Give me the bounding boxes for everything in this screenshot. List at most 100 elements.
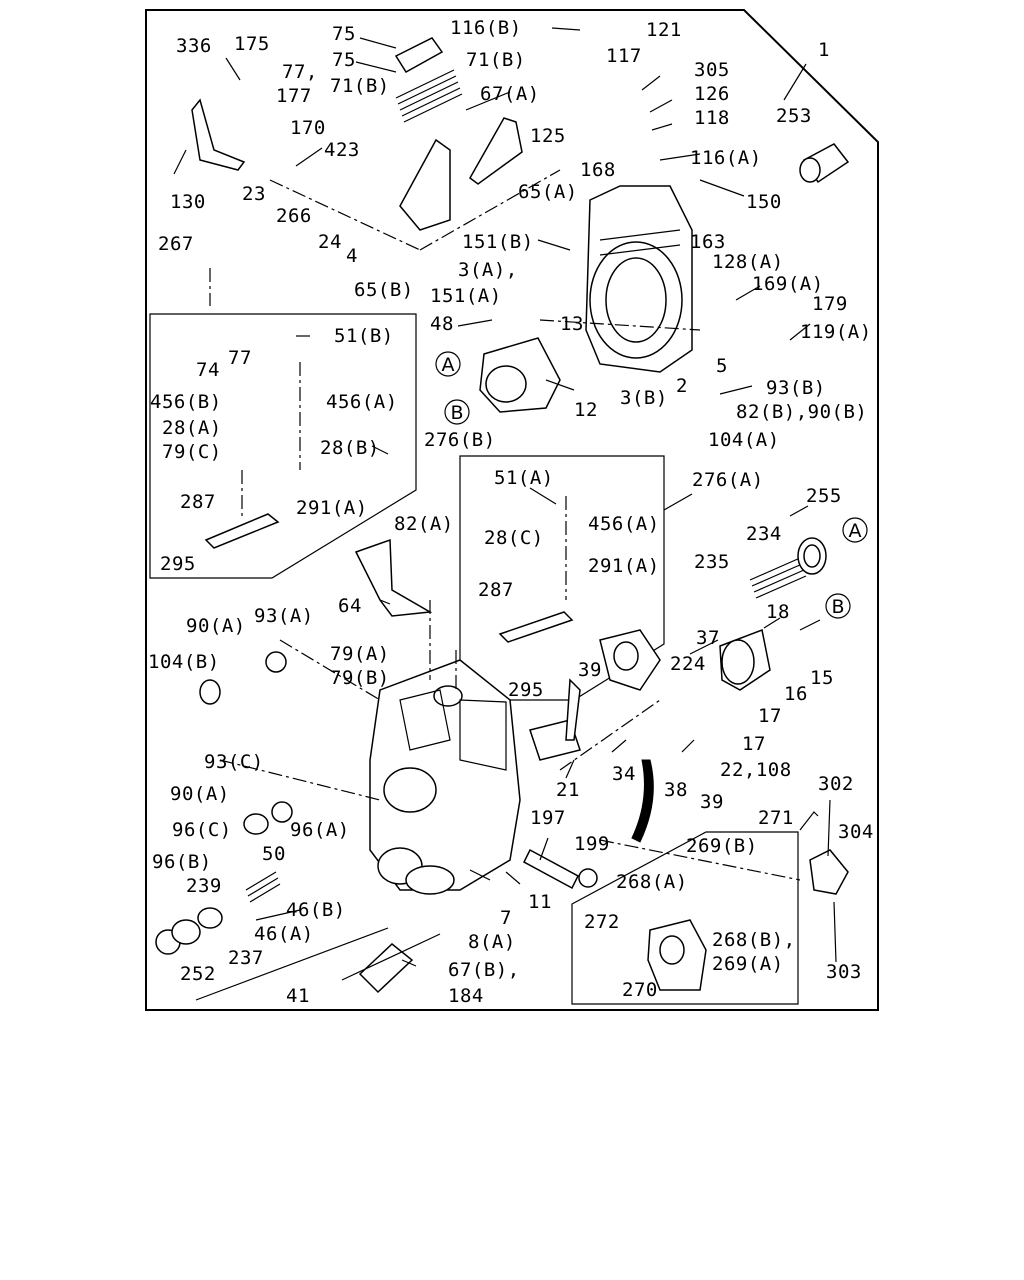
lever-21 bbox=[529, 678, 581, 761]
label-39-bottom: 39 bbox=[700, 791, 724, 813]
label-96b: 96(B) bbox=[152, 851, 212, 873]
label-116a: 116(A) bbox=[690, 147, 762, 169]
label-79a: 79(A) bbox=[330, 643, 390, 665]
label-125: 125 bbox=[530, 125, 566, 147]
label-46a: 46(A) bbox=[254, 923, 314, 945]
label-28a: 28(A) bbox=[162, 417, 222, 439]
label-291a-center: 291(A) bbox=[588, 555, 660, 577]
label-51a: 51(A) bbox=[494, 467, 554, 489]
nut-50 bbox=[271, 801, 293, 823]
spring-234 bbox=[749, 557, 807, 599]
label-82a: 82(A) bbox=[394, 513, 454, 535]
label-67a: 67(A) bbox=[480, 83, 540, 105]
label-16: 16 bbox=[784, 683, 808, 705]
springs-71b bbox=[395, 69, 463, 123]
label-75b: 75 bbox=[332, 49, 356, 71]
svg-text:A: A bbox=[849, 520, 862, 542]
label-150: 150 bbox=[746, 191, 782, 213]
label-151b: 151(B) bbox=[462, 231, 534, 253]
svg-text:B: B bbox=[831, 596, 844, 618]
label-175: 175 bbox=[234, 33, 270, 55]
label-28c: 28(C) bbox=[484, 527, 544, 549]
label-5: 5 bbox=[716, 355, 728, 377]
label-267: 267 bbox=[158, 233, 194, 255]
label-116b: 116(B) bbox=[450, 17, 522, 39]
label-304: 304 bbox=[838, 821, 874, 843]
label-12: 12 bbox=[574, 399, 598, 421]
pump-housing bbox=[369, 659, 521, 895]
label-295-center: 295 bbox=[508, 679, 544, 701]
callout-b-left: B bbox=[444, 399, 470, 425]
label-237: 237 bbox=[228, 947, 264, 969]
leader-lines bbox=[173, 27, 837, 1001]
label-291a-left: 291(A) bbox=[296, 497, 368, 519]
label-65b: 65(B) bbox=[354, 279, 414, 301]
rod-197 bbox=[523, 848, 598, 890]
label-456a-left: 456(A) bbox=[326, 391, 398, 413]
label-168: 168 bbox=[580, 159, 616, 181]
label-268a: 268(A) bbox=[616, 871, 688, 893]
label-90a-bottom: 90(A) bbox=[170, 783, 230, 805]
inset-box-270 bbox=[571, 831, 799, 1005]
label-179: 179 bbox=[812, 293, 848, 315]
label-4: 4 bbox=[346, 245, 358, 267]
label-104a: 104(A) bbox=[708, 429, 780, 451]
label-276a: 276(A) bbox=[692, 469, 764, 491]
label-287-left: 287 bbox=[180, 491, 216, 513]
label-255: 255 bbox=[806, 485, 842, 507]
label-67b: 67(B), bbox=[448, 959, 520, 981]
label-239: 239 bbox=[186, 875, 222, 897]
label-128a: 128(A) bbox=[712, 251, 784, 273]
lever-287-center bbox=[498, 611, 574, 643]
label-41: 41 bbox=[286, 985, 310, 1007]
label-11: 11 bbox=[528, 891, 552, 913]
label-22-108: 22,108 bbox=[720, 759, 792, 781]
label-93a: 93(A) bbox=[254, 605, 314, 627]
callout-b-right: B bbox=[825, 593, 851, 619]
part-labels: 1 336 175 77, 177 75 75 71(B) 71(B) 67(A… bbox=[148, 17, 874, 1007]
label-177a: 177 bbox=[276, 85, 312, 107]
label-39-top: 39 bbox=[578, 659, 602, 681]
assembly-270 bbox=[647, 919, 707, 991]
bracket-130 bbox=[191, 98, 246, 171]
svg-text:B: B bbox=[450, 402, 463, 424]
label-96c: 96(C) bbox=[172, 819, 232, 841]
label-1: 1 bbox=[818, 39, 830, 61]
label-2: 2 bbox=[676, 375, 688, 397]
label-126: 126 bbox=[694, 83, 730, 105]
spacer-67b bbox=[358, 943, 414, 994]
svg-text:A: A bbox=[442, 354, 455, 376]
label-276b: 276(B) bbox=[424, 429, 496, 451]
label-64: 64 bbox=[338, 595, 362, 617]
label-71b-a: 71(B) bbox=[466, 49, 526, 71]
label-163: 163 bbox=[690, 231, 726, 253]
label-71b-b: 71(B) bbox=[330, 75, 390, 97]
label-305: 305 bbox=[694, 59, 730, 81]
sleeves-75 bbox=[394, 37, 444, 74]
label-77b: 77 bbox=[228, 347, 252, 369]
label-130: 130 bbox=[170, 191, 206, 213]
label-287-center: 287 bbox=[478, 579, 514, 601]
cap-255 bbox=[797, 537, 827, 575]
label-3b: 3(B) bbox=[620, 387, 668, 409]
label-75a: 75 bbox=[332, 23, 356, 45]
label-51b: 51(B) bbox=[334, 325, 394, 347]
solenoid-18 bbox=[719, 628, 771, 691]
label-74: 74 bbox=[196, 359, 220, 381]
callout-a-left: A bbox=[435, 351, 461, 377]
label-28b: 28(B) bbox=[320, 437, 380, 459]
label-253: 253 bbox=[776, 105, 812, 127]
label-303: 303 bbox=[826, 961, 862, 983]
label-268b: 268(B), bbox=[712, 929, 796, 951]
label-17-top: 17 bbox=[758, 705, 782, 727]
label-266: 266 bbox=[276, 205, 312, 227]
label-270: 270 bbox=[622, 979, 658, 1001]
label-23: 23 bbox=[242, 183, 266, 205]
plate-65a bbox=[469, 117, 523, 185]
bracket-37 bbox=[599, 629, 661, 691]
callout-a-right: A bbox=[842, 517, 868, 543]
label-18: 18 bbox=[766, 601, 790, 623]
governor-cover bbox=[585, 185, 693, 373]
fitting-96c bbox=[243, 813, 269, 835]
